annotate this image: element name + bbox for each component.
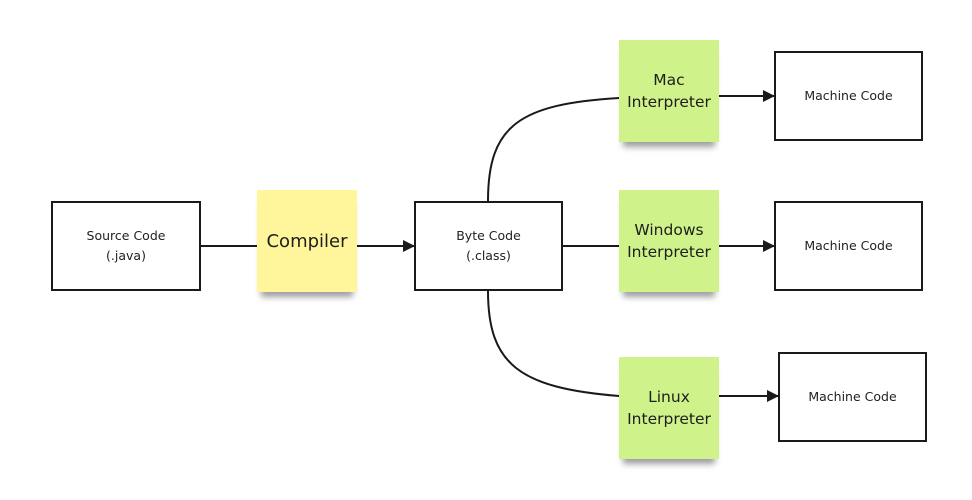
byte-code-extension: (.class) — [466, 248, 511, 263]
linux-machine-code-label: Machine Code — [808, 389, 897, 404]
compiler-sticky-note: Compiler — [257, 190, 357, 292]
byte-code-box: Byte Code (.class) — [414, 201, 563, 291]
mac-interpreter-label: Interpreter — [627, 93, 711, 111]
mac-machine-code-box: Machine Code — [774, 51, 923, 141]
linux-machine-code-box: Machine Code — [778, 352, 927, 442]
windows-interpreter-label: Interpreter — [627, 243, 711, 261]
linux-interpreter-label: Interpreter — [627, 410, 711, 428]
byte-code-title: Byte Code — [456, 228, 521, 243]
windows-interpreter-sticky-note: Windows Interpreter — [619, 190, 719, 292]
source-code-box: Source Code (.java) — [51, 201, 201, 291]
windows-machine-code-box: Machine Code — [774, 201, 923, 291]
linux-interpreter-os: Linux — [648, 388, 690, 406]
windows-machine-code-label: Machine Code — [804, 238, 893, 253]
compiler-label: Compiler — [266, 230, 348, 252]
source-code-title: Source Code — [86, 228, 166, 243]
source-code-extension: (.java) — [106, 248, 146, 263]
linux-interpreter-sticky-note: Linux Interpreter — [619, 357, 719, 459]
windows-interpreter-os: Windows — [634, 221, 704, 239]
connector-bytecode-to-linux — [487, 290, 620, 397]
mac-interpreter-sticky-note: Mac Interpreter — [619, 40, 719, 142]
mac-interpreter-os: Mac — [653, 71, 685, 89]
mac-machine-code-label: Machine Code — [804, 88, 893, 103]
connector-bytecode-to-mac — [487, 97, 620, 202]
